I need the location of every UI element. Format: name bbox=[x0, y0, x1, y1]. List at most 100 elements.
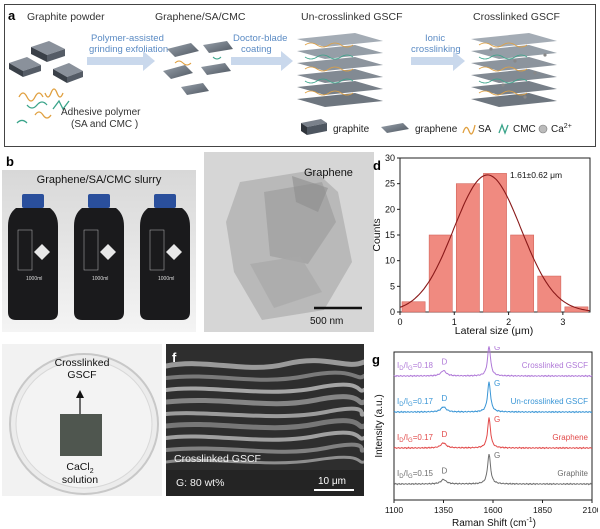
sem-image: Crosslinked GSCF G: 80 wt% 10 μm bbox=[166, 344, 364, 496]
raman-xlabel-sup: -1 bbox=[526, 517, 532, 524]
slurry-title: Graphene/SA/CMC slurry bbox=[36, 174, 162, 186]
raman-d-peak-label: D bbox=[442, 358, 448, 367]
histogram-xtick-label: 3 bbox=[560, 317, 565, 327]
step-uncrosslinked: Un-crosslinked GSCF bbox=[301, 11, 403, 23]
graphene-flakes bbox=[163, 41, 233, 95]
bottle-3: 1000ml bbox=[140, 194, 190, 320]
histogram-xlabel: Lateral size (μm) bbox=[455, 325, 533, 337]
bottle-3-label: 1000ml bbox=[158, 276, 174, 282]
schematic-svg: a Graphite powder Graphene/SA/CMC Un-cro… bbox=[8, 8, 572, 135]
bottle-1-label: 1000ml bbox=[26, 276, 42, 282]
histogram-bar bbox=[510, 234, 535, 313]
panel-label-d: d bbox=[373, 158, 381, 173]
histogram-xtick-label: 0 bbox=[397, 317, 402, 327]
arrow3-label-line2: crosslinking bbox=[411, 44, 461, 55]
histogram-ylabel: Counts bbox=[371, 218, 383, 251]
legend-ca: Ca bbox=[551, 124, 564, 135]
raman-xtick-label: 1100 bbox=[385, 505, 404, 515]
step-crosslinked: Crosslinked GSCF bbox=[473, 11, 560, 23]
tem-svg: Graphene 500 nm bbox=[204, 152, 374, 332]
histogram-annotation: 1.61±0.62 μm bbox=[510, 170, 562, 180]
petri-solution-line1: CaCl bbox=[66, 461, 89, 473]
gaussian-fit-curve bbox=[399, 174, 591, 312]
raman-xlabel: Raman Shift (cm bbox=[452, 518, 526, 529]
raman-series-line bbox=[393, 453, 592, 486]
bottles-svg: 1000ml 1000ml 1000ml bbox=[8, 194, 190, 320]
legend-cmc: CMC bbox=[513, 124, 536, 135]
raman-series-name: Graphite bbox=[557, 469, 588, 478]
raman-ratio-label: ID/IG=0.17 bbox=[397, 433, 434, 444]
histogram-ytick-label: 10 bbox=[385, 256, 395, 266]
step-graphene-sa-cmc: Graphene/SA/CMC bbox=[155, 11, 246, 23]
panel-label-a: a bbox=[8, 8, 16, 23]
panel-label-b: b bbox=[6, 154, 14, 169]
histogram-bar bbox=[401, 301, 426, 313]
raman-series-line bbox=[393, 346, 593, 378]
sem-composition: G: 80 wt% bbox=[176, 477, 224, 489]
crosslinked-film-stack bbox=[471, 33, 557, 107]
arrow-exfoliation bbox=[87, 51, 155, 71]
histogram-bar bbox=[455, 183, 480, 313]
arrow-crosslinking bbox=[411, 51, 465, 71]
arrow2-label-line2: coating bbox=[241, 44, 272, 55]
raman-series-name: Graphene bbox=[552, 433, 588, 442]
tem-title: Graphene bbox=[304, 167, 353, 179]
histogram-bar bbox=[428, 234, 453, 313]
raman-series-name: Crosslinked GSCF bbox=[522, 361, 588, 370]
arrow1-label-line2: grinding exfoliation bbox=[89, 44, 168, 55]
bottle-2-label: 1000ml bbox=[92, 276, 108, 282]
arrow1-label-line1: Polymer-assisted bbox=[91, 33, 164, 44]
uncrosslinked-film-stack bbox=[297, 33, 383, 107]
slurry-photo: Graphene/SA/CMC slurry 1000ml 1000ml 100… bbox=[2, 170, 196, 332]
gscf-film bbox=[60, 414, 102, 456]
raman-xtick-label: 1350 bbox=[434, 505, 453, 515]
svg-text:Ca2+: Ca2+ bbox=[551, 123, 572, 135]
raman-d-peak-label: D bbox=[442, 430, 448, 439]
bottle-2: 1000ml bbox=[74, 194, 124, 320]
histogram-xtick-label: 2 bbox=[506, 317, 511, 327]
sem-svg: Crosslinked GSCF G: 80 wt% 10 μm bbox=[166, 344, 364, 496]
raman-ratio-label: ID/IG=0.15 bbox=[397, 469, 434, 480]
legend-sa: SA bbox=[478, 124, 492, 135]
raman-xlabel-end: ) bbox=[533, 518, 536, 529]
histogram-ytick-label: 0 bbox=[390, 307, 395, 317]
raman-series-name: Un-crosslinked GSCF bbox=[511, 397, 588, 406]
petri-solution-line2: solution bbox=[62, 474, 98, 486]
petri-dish-photo: Crosslinked GSCF CaCl2 solution bbox=[2, 344, 162, 496]
polymer-label-line2: (SA and CMC ) bbox=[71, 119, 138, 130]
raman-series-line bbox=[393, 417, 592, 450]
raman-xtick-label: 1600 bbox=[484, 505, 503, 515]
petri-caption-line2: GSCF bbox=[67, 369, 96, 381]
sem-caption: Crosslinked GSCF bbox=[174, 453, 261, 465]
raman-d-peak-label: D bbox=[442, 467, 448, 476]
tem-image: Graphene 500 nm bbox=[204, 152, 374, 332]
histogram-ytick-label: 30 bbox=[385, 153, 395, 163]
bottle-1: 1000ml bbox=[8, 194, 58, 320]
raman-g-peak-label: G bbox=[494, 379, 500, 388]
svg-text:Raman Shift (cm-1): Raman Shift (cm-1) bbox=[452, 517, 536, 529]
arrow2-label: Doctor-blade bbox=[233, 33, 287, 44]
histogram-bar bbox=[564, 306, 589, 313]
petri-svg: Crosslinked GSCF CaCl2 solution bbox=[9, 353, 159, 495]
tem-scale-label: 500 nm bbox=[310, 316, 343, 327]
histogram-bar bbox=[537, 275, 562, 313]
raman-ratio-label: ID/IG=0.17 bbox=[397, 397, 434, 408]
schematic-legend: graphite graphene SA CMC Ca2+ bbox=[301, 119, 572, 135]
raman-xtick-label: 2100 bbox=[583, 505, 598, 515]
raman-series-line bbox=[393, 381, 593, 414]
raman-g-peak-label: G bbox=[494, 415, 500, 424]
raman-xtick-label: 1850 bbox=[533, 505, 552, 515]
raman-g-peak-label: G bbox=[494, 346, 500, 352]
panel-label-f: f bbox=[172, 350, 177, 365]
svg-text:CaCl2: CaCl2 bbox=[66, 461, 93, 475]
sem-scale-label: 10 μm bbox=[318, 476, 346, 487]
histogram-ytick-label: 15 bbox=[385, 230, 395, 240]
petri-caption-line1: Crosslinked bbox=[55, 357, 110, 369]
polymer-strands bbox=[16, 88, 70, 124]
raman-g-peak-label: G bbox=[494, 451, 500, 460]
schematic-panel: a Graphite powder Graphene/SA/CMC Un-cro… bbox=[4, 4, 596, 147]
histogram-ytick-label: 20 bbox=[385, 204, 395, 214]
arrow3-label-line1: Ionic bbox=[425, 33, 445, 44]
